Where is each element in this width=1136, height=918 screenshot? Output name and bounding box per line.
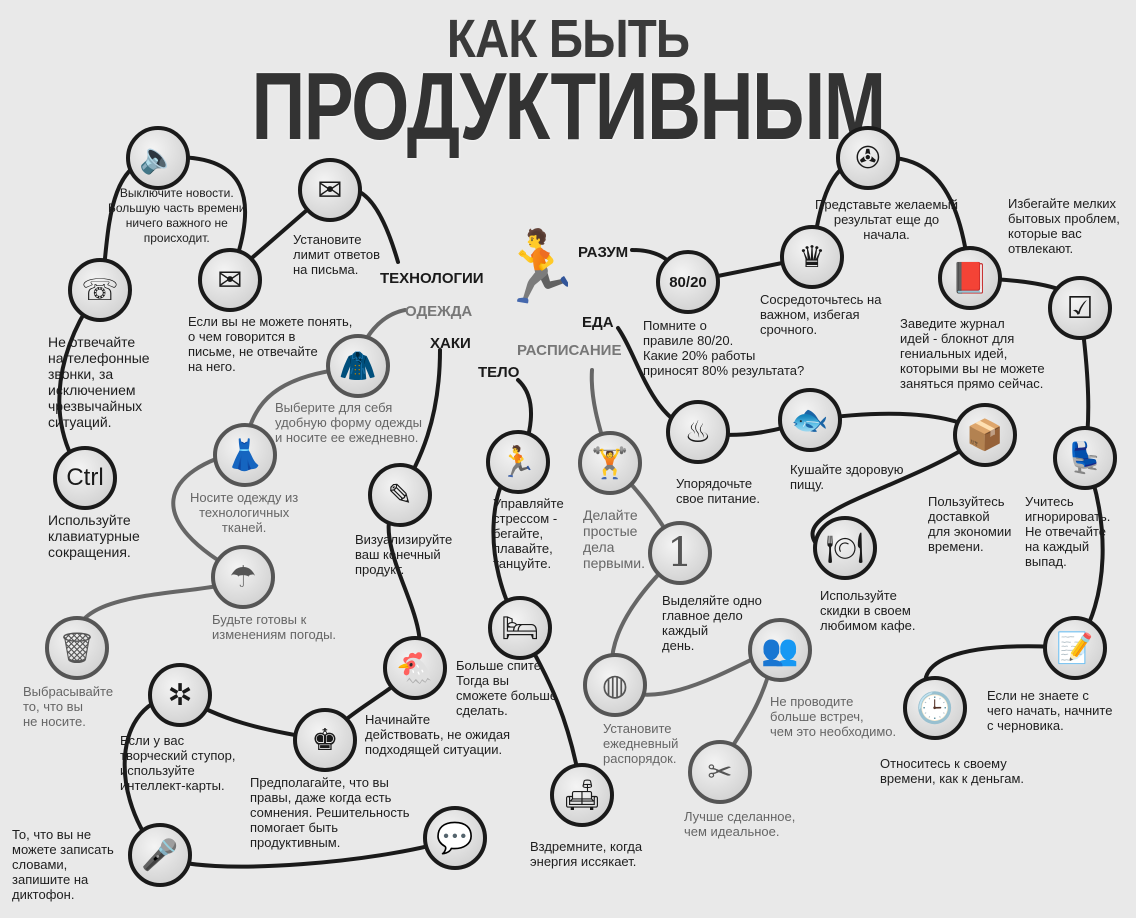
tip-text: Учитесь игнорировать. Не отвечайте на ка…: [1025, 494, 1111, 569]
microphone-icon: 🎤: [128, 823, 192, 887]
dress-icon: 👗: [213, 423, 277, 487]
chess-king-icon: ♚: [293, 708, 357, 772]
waiter-icon: 🍽: [813, 516, 877, 580]
tip-text: Установите лимит ответов на письма.: [293, 232, 381, 277]
trash-icon: 🗑: [45, 616, 109, 680]
scissors-icon: ✂: [688, 740, 752, 804]
jacket-icon: 🧥: [326, 334, 390, 398]
tip-text: Пользуйтесь доставкой для экономии време…: [928, 494, 1012, 554]
title-line-1: КАК БЫТЬ: [446, 9, 690, 69]
pen-icon: ✎: [368, 463, 432, 527]
category-tech: ТЕХНОЛОГИИ: [380, 270, 484, 287]
raincoat-icon: ☂: [211, 545, 275, 609]
tip-text: Не отвечайте на телефонные звонки, за ис…: [48, 334, 150, 430]
category-clothes: ОДЕЖДА: [405, 303, 473, 320]
crown-icon: ♛: [780, 225, 844, 289]
sofa-icon: 🛋: [550, 763, 614, 827]
category-body: ТЕЛО: [478, 364, 520, 381]
rule-80-20-icon: 80/20: [656, 250, 720, 314]
tip-text: Если вы не можете понять, о чем говоритс…: [188, 314, 353, 374]
tip-text: Относитесь к своему времени, как к деньг…: [880, 756, 1025, 786]
tip-text: Не проводите больше встреч, чем это необ…: [770, 694, 897, 739]
chicken-egg-icon: 🐔: [383, 636, 447, 700]
title-line-2: ПРОДУКТИВНЫМ: [251, 53, 886, 160]
tip-text: Выберите для себя удобную форму одежды и…: [275, 400, 422, 445]
tip-text: Если не знаете с чего начать, начните с …: [987, 688, 1113, 733]
tip-text: Визуализируйте ваш конечный продукт.: [355, 532, 453, 577]
number-one-icon: 1: [648, 521, 712, 585]
tip-text: Лучше сделанное, чем идеальное.: [684, 809, 796, 839]
exercise-icon: 🏃: [486, 430, 550, 494]
tip-text: Выключите новости. Большую часть времени…: [108, 186, 246, 245]
category-schedule: РАСПИСАНИЕ: [517, 342, 622, 359]
tip-text: Делайте простые дела первыми.: [583, 507, 645, 571]
mail-reply-icon: ✉: [198, 248, 262, 312]
tip-text: Больше спите. Тогда вы сможете больше сд…: [456, 658, 558, 718]
desk-worker-icon: 💺: [1053, 426, 1117, 490]
chat-bubbles-icon: 💬: [423, 806, 487, 870]
tip-text: Будьте готовы к изменениям погоды.: [212, 612, 337, 642]
category-food: ЕДА: [582, 314, 614, 331]
tip-text: Установите ежедневный распорядок.: [603, 721, 679, 766]
category-mind: РАЗУМ: [578, 244, 629, 261]
tip-text: Представьте желаемый результат еще до на…: [815, 197, 959, 242]
checkbox-icon: ☑: [1048, 276, 1112, 340]
tip-text: Упорядочьте свое питание.: [676, 476, 760, 506]
mind-map-icon: ✲: [148, 663, 212, 727]
tip-text: Выбрасывайте то, что вы не носите.: [23, 684, 114, 729]
mobile-phone-icon: ☏: [68, 258, 132, 322]
fish-icon: 🐟: [778, 388, 842, 452]
tip-text: Предполагайте, что вы правы, даже когда …: [250, 775, 410, 850]
tip-text: Избегайте мелких бытовых проблем, которы…: [1008, 196, 1120, 256]
tip-text: Управляйте стрессом - бегайте, плавайте,…: [493, 496, 564, 571]
hot-bowl-icon: ♨: [666, 400, 730, 464]
clock-mail-icon: ✉: [298, 158, 362, 222]
tip-text: Кушайте здоровую пищу.: [790, 462, 904, 492]
basketball-icon: ◍: [583, 653, 647, 717]
speaker-icon: 🔈: [126, 126, 190, 190]
tip-text: Сосредоточьтесь на важном, избегая срочн…: [760, 292, 882, 337]
athlete-figure-icon: 🏃: [496, 226, 568, 308]
tip-text: Помните о правиле 80/20. Какие 20% работ…: [643, 318, 805, 378]
tip-text: Если у вас творческий ступор, используйт…: [120, 733, 236, 793]
delivery-icon: 📦: [953, 403, 1017, 467]
meeting-icon: 👥: [748, 618, 812, 682]
clock-icon: 🕒: [903, 676, 967, 740]
bed-icon: 🛏: [488, 596, 552, 660]
tip-text: Вздремните, когда энергия иссякает.: [530, 839, 643, 869]
tip-text: Носите одежду из технологичных тканей.: [190, 490, 299, 535]
notepad-icon: 📝: [1043, 616, 1107, 680]
film-reel-icon: ✇: [836, 126, 900, 190]
book-icon: 📕: [938, 246, 1002, 310]
tip-text: Используйте клавиатурные сокращения.: [48, 512, 140, 560]
category-hacks: ХАКИ: [430, 335, 471, 352]
tip-text: То, что вы не можете записать словами, з…: [12, 827, 114, 902]
ctrl-key-icon: Ctrl: [53, 446, 117, 510]
tip-text: Используйте скидки в своем любимом кафе.: [820, 588, 916, 633]
dumbbell-icon: 🏋: [578, 431, 642, 495]
tip-text: Начинайте действовать, не ожидая подходя…: [365, 712, 511, 757]
tip-text: Заведите журнал идей - блокнот для гениа…: [900, 316, 1045, 391]
tip-text: Выделяйте одно главное дело каждый день.: [662, 593, 762, 653]
